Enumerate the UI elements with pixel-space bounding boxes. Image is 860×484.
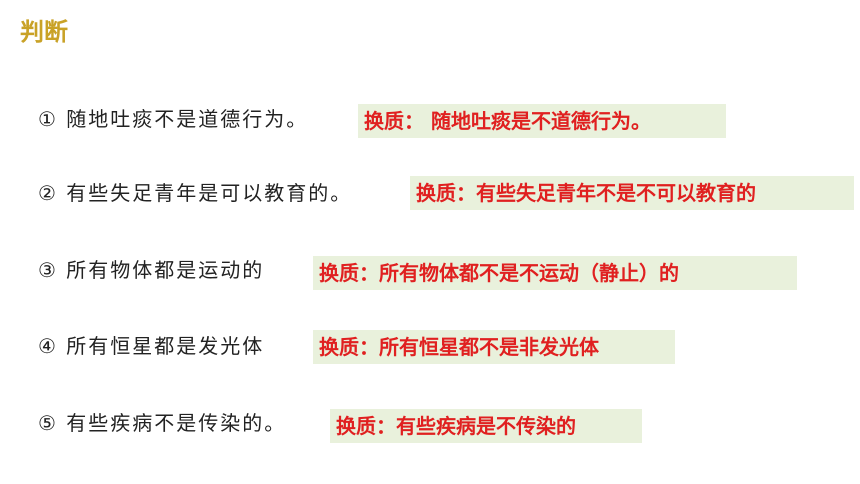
answer-box-1: 换质： 随地吐痰是不道德行为。 [358,104,726,138]
statement-1: ① 随地吐痰不是道德行为。 [38,107,309,131]
answer-box-3: 换质：所有物体都不是不运动（静止）的 [313,256,797,290]
answer-box-4: 换质：所有恒星都不是非发光体 [313,330,675,364]
statement-4: ④ 所有恒星都是发光体 [38,334,265,358]
page-title: 判断 [20,18,68,46]
statement-5: ⑤ 有些疾病不是传染的。 [38,411,287,435]
statement-3: ③ 所有物体都是运动的 [38,258,265,282]
statement-2: ② 有些失足青年是可以教育的。 [38,181,353,205]
answer-box-2: 换质：有些失足青年不是不可以教育的 [410,176,854,210]
answer-box-5: 换质：有些疾病是不传染的 [330,409,642,443]
